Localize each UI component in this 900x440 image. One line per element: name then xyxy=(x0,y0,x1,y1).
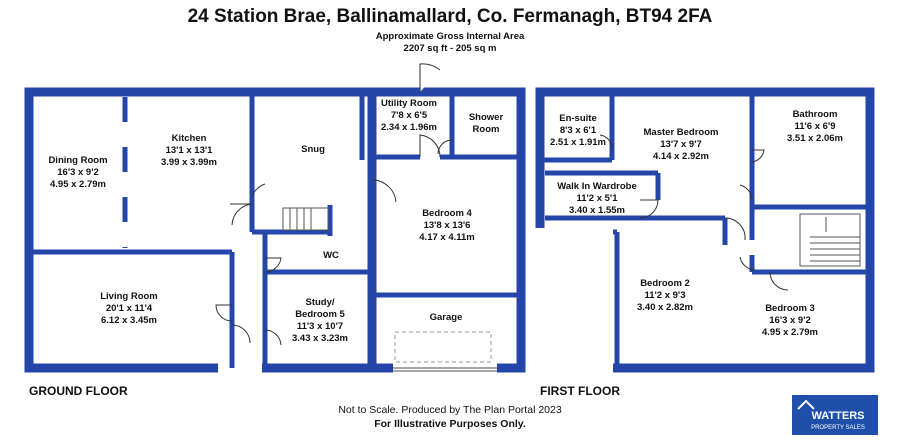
study-metric: 3.43 x 3.23m xyxy=(292,333,348,344)
shower-room-name-2: Room xyxy=(473,124,500,135)
first-floor-label: FIRST FLOOR xyxy=(540,384,620,398)
utility-room-name: Utility Room xyxy=(381,98,437,109)
first-floor-labels: En-suite 8'3 x 6'1 2.51 x 1.91m Master B… xyxy=(550,109,843,338)
bathroom-name: Bathroom xyxy=(793,109,838,120)
bedroom2-name: Bedroom 2 xyxy=(640,278,690,289)
ground-floor-label: GROUND FLOOR xyxy=(29,384,128,398)
utility-room-metric: 2.34 x 1.96m xyxy=(381,122,437,133)
study-name-2: Bedroom 5 xyxy=(295,309,345,320)
bathroom-metric: 3.51 x 2.06m xyxy=(787,133,843,144)
bedroom2-imperial: 11'2 x 9'3 xyxy=(645,290,686,301)
living-room-metric: 6.12 x 3.45m xyxy=(101,315,157,326)
dining-room-name: Dining Room xyxy=(48,155,107,166)
ground-floor-plan xyxy=(24,63,526,373)
watters-logo: WATTERS PROPERTY SALES xyxy=(792,395,878,435)
wardrobe-imperial: 11'2 x 5'1 xyxy=(577,193,619,204)
living-room-imperial: 20'1 x 11'4 xyxy=(106,303,153,314)
dining-room-imperial: 16'3 x 9'2 xyxy=(57,167,99,178)
wardrobe-name: Walk In Wardrobe xyxy=(557,181,637,192)
bedroom3-imperial: 16'3 x 9'2 xyxy=(769,315,811,326)
footer-disclaimer: Not to Scale. Produced by The Plan Porta… xyxy=(338,404,562,416)
utility-room-imperial: 7'8 x 6'5 xyxy=(391,110,428,121)
wardrobe-metric: 3.40 x 1.55m xyxy=(569,205,625,216)
kitchen-metric: 3.99 x 3.99m xyxy=(161,157,217,168)
area-value: 2207 sq ft - 205 sq m xyxy=(403,43,497,54)
bedroom4-imperial: 13'8 x 13'6 xyxy=(424,220,471,231)
bedroom2-metric: 3.40 x 2.82m xyxy=(637,302,693,313)
master-bedroom-imperial: 13'7 x 9'7 xyxy=(660,139,702,150)
living-room-name: Living Room xyxy=(100,291,158,302)
bedroom4-name: Bedroom 4 xyxy=(422,208,472,219)
ground-floor-labels: Dining Room 16'3 x 9'2 4.95 x 2.79m Kitc… xyxy=(48,98,503,344)
logo-name: WATTERS xyxy=(812,410,865,422)
plan-title: 24 Station Brae, Ballinamallard, Co. Fer… xyxy=(187,6,713,27)
bedroom4-metric: 4.17 x 4.11m xyxy=(419,232,474,243)
logo-tagline: PROPERTY SALES xyxy=(811,425,865,431)
master-bedroom-metric: 4.14 x 2.92m xyxy=(653,151,709,162)
garage-name: Garage xyxy=(430,312,463,323)
ensuite-imperial: 8'3 x 6'1 xyxy=(560,125,597,136)
first-floor-plan xyxy=(535,87,875,373)
bedroom3-name: Bedroom 3 xyxy=(765,303,815,314)
kitchen-name: Kitchen xyxy=(172,133,207,144)
shower-room-name-1: Shower xyxy=(469,112,504,123)
area-label: Approximate Gross Internal Area xyxy=(375,31,525,42)
master-bedroom-name: Master Bedroom xyxy=(644,127,719,138)
footer-illustrative: For Illustrative Purposes Only. xyxy=(374,418,526,430)
snug-name: Snug xyxy=(301,144,325,155)
bathroom-imperial: 11'6 x 6'9 xyxy=(795,121,836,132)
wc-name: WC xyxy=(323,250,339,261)
study-name-1: Study/ xyxy=(305,297,334,308)
ensuite-name: En-suite xyxy=(559,113,596,124)
ensuite-metric: 2.51 x 1.91m xyxy=(550,137,606,148)
dining-room-metric: 4.95 x 2.79m xyxy=(50,179,106,190)
study-imperial: 11'3 x 10'7 xyxy=(297,321,343,332)
bedroom3-metric: 4.95 x 2.79m xyxy=(762,327,818,338)
kitchen-imperial: 13'1 x 13'1 xyxy=(166,145,213,156)
